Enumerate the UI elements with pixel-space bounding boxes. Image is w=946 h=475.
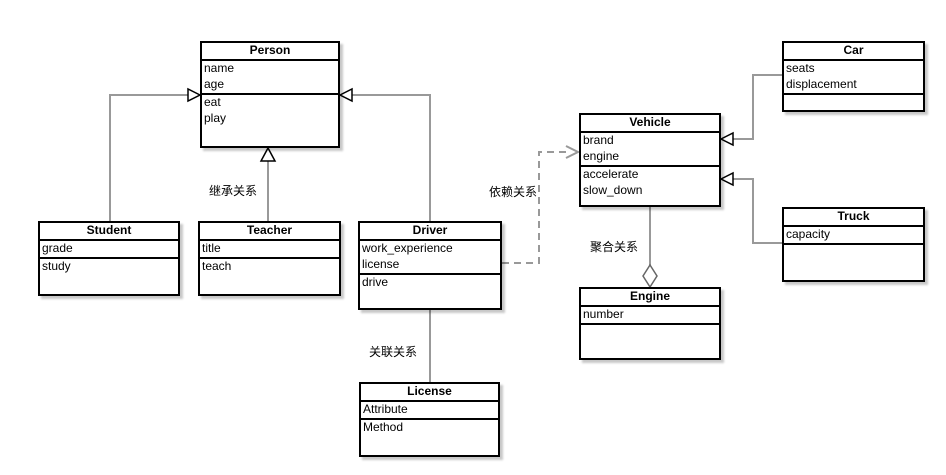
class-attributes: Attribute <box>361 402 498 420</box>
class-teacher[interactable]: Teacher title teach <box>198 221 341 296</box>
class-methods <box>784 245 923 280</box>
edge-student-person-inheritance[interactable] <box>109 87 202 221</box>
edge-driver-person-inheritance[interactable] <box>338 87 431 221</box>
method: eat <box>204 95 221 109</box>
open-arrow-icon <box>565 145 581 159</box>
hollow-triangle-arrow-icon <box>259 146 277 162</box>
hollow-triangle-arrow-icon <box>187 87 202 103</box>
edge-vehicle-engine-aggregation[interactable] <box>642 207 658 289</box>
method: study <box>42 259 71 273</box>
class-title: Student <box>40 223 178 241</box>
class-attributes: capacity <box>784 227 923 245</box>
method: drive <box>362 275 389 289</box>
class-attributes: name age <box>202 61 338 95</box>
attribute: name <box>204 61 235 75</box>
method: play <box>204 111 227 125</box>
hollow-triangle-arrow-icon <box>719 171 734 187</box>
class-license[interactable]: License Attribute Method <box>359 382 500 457</box>
class-attributes: title <box>200 241 339 259</box>
label-association-relation: 关联关系 <box>369 345 418 359</box>
method: Method <box>363 420 404 434</box>
class-engine[interactable]: Engine number <box>579 287 721 360</box>
class-title: Driver <box>360 223 500 241</box>
attribute: grade <box>42 241 73 255</box>
class-attributes: work_experience license <box>360 241 500 275</box>
method: teach <box>202 259 232 273</box>
edge-driver-vehicle-dependency[interactable] <box>502 145 581 264</box>
label-inheritance-relation: 继承关系 <box>209 184 258 198</box>
class-car[interactable]: Car seats displacement <box>782 41 925 112</box>
class-methods: eat play <box>202 95 338 146</box>
class-attributes: grade <box>40 241 178 259</box>
class-title: Car <box>784 43 923 61</box>
class-title: Truck <box>784 209 923 227</box>
class-methods: teach <box>200 259 339 294</box>
class-methods: study <box>40 259 178 294</box>
edge-truck-vehicle-inheritance[interactable] <box>719 171 782 244</box>
class-title: Person <box>202 43 338 61</box>
attribute: work_experience <box>362 241 453 255</box>
method: slow_down <box>583 183 643 197</box>
label-aggregation-relation: 聚合关系 <box>590 240 639 254</box>
class-methods <box>581 325 719 358</box>
class-title: License <box>361 384 498 402</box>
class-methods: Method <box>361 420 498 455</box>
class-methods: drive <box>360 275 500 308</box>
hollow-triangle-arrow-icon <box>719 131 734 147</box>
attribute: seats <box>786 61 815 75</box>
class-title: Engine <box>581 289 719 307</box>
aggregation-diamond-icon <box>642 263 658 289</box>
attribute: capacity <box>786 227 831 241</box>
attribute: Attribute <box>363 402 408 416</box>
class-attributes: seats displacement <box>784 61 923 95</box>
attribute: age <box>204 77 225 91</box>
hollow-triangle-arrow-icon <box>338 87 353 103</box>
class-vehicle[interactable]: Vehicle brand engine accelerate slow_dow… <box>579 113 721 207</box>
attribute: brand <box>583 133 614 147</box>
class-attributes: brand engine <box>581 133 719 167</box>
class-methods: accelerate slow_down <box>581 167 719 205</box>
class-title: Teacher <box>200 223 339 241</box>
attribute: title <box>202 241 221 255</box>
class-student[interactable]: Student grade study <box>38 221 180 296</box>
attribute: license <box>362 257 400 271</box>
label-dependency-relation: 依赖关系 <box>489 185 538 199</box>
class-methods <box>784 95 923 110</box>
edge-car-vehicle-inheritance[interactable] <box>719 74 782 147</box>
attribute: number <box>583 307 624 321</box>
attribute: displacement <box>786 77 857 91</box>
class-person[interactable]: Person name age eat play <box>200 41 340 148</box>
class-attributes: number <box>581 307 719 325</box>
attribute: engine <box>583 149 620 163</box>
class-truck[interactable]: Truck capacity <box>782 207 925 282</box>
edge-teacher-person-inheritance[interactable] <box>259 146 277 221</box>
class-title: Vehicle <box>581 115 719 133</box>
method: accelerate <box>583 167 639 181</box>
class-driver[interactable]: Driver work_experience license drive <box>358 221 502 310</box>
